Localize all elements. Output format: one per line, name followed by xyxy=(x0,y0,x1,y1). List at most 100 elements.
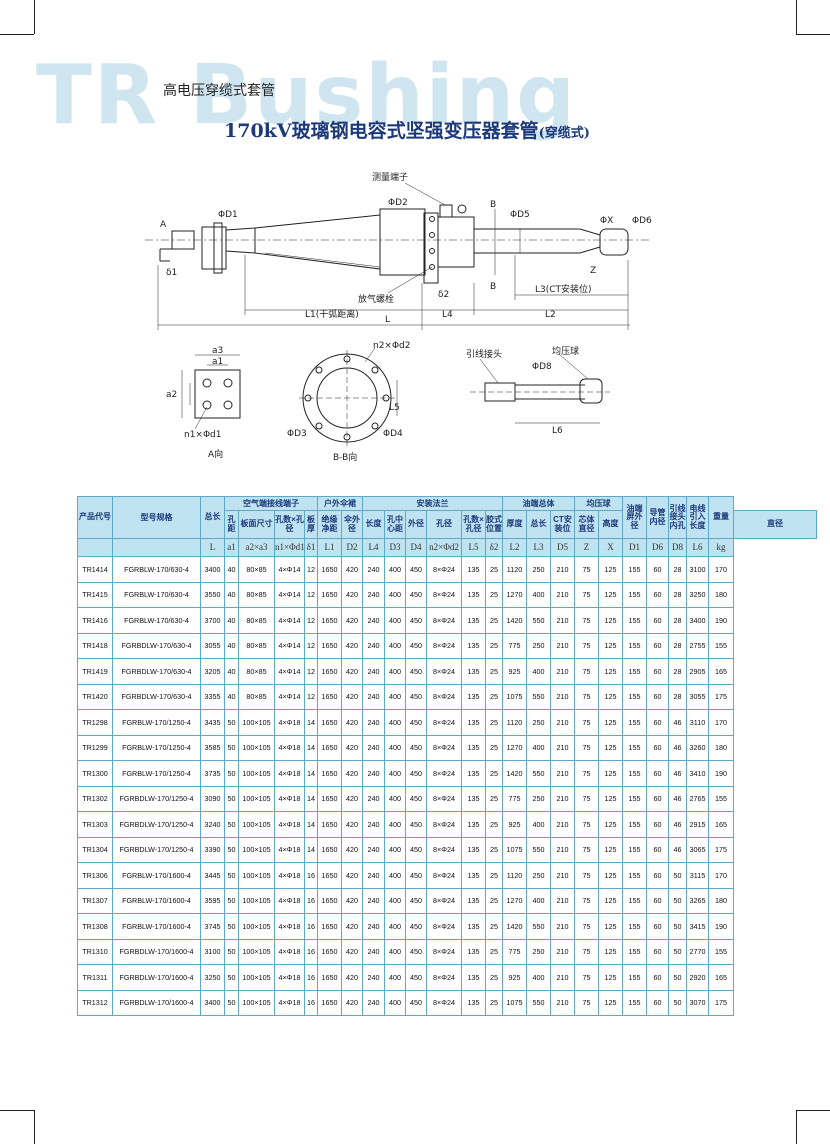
table-cell: 450 xyxy=(405,632,427,659)
hdr-sub-shed-od: 伞外径 xyxy=(341,510,363,539)
table-cell: 155 xyxy=(622,862,647,889)
table-cell: 1650 xyxy=(317,581,342,608)
sym-17: X xyxy=(598,538,623,557)
table-cell: 28 xyxy=(668,556,687,583)
table-cell: 8×Φ24 xyxy=(426,785,462,812)
table-cell: 1075 xyxy=(502,989,527,1016)
table-cell: 3445 xyxy=(200,862,225,889)
sym-14: L3 xyxy=(526,538,551,557)
table-cell: 450 xyxy=(405,760,427,787)
table-cell: 2755 xyxy=(686,632,709,659)
table-cell: 12 xyxy=(304,658,318,685)
table-cell: 1650 xyxy=(317,989,342,1016)
table-cell: 8×Φ24 xyxy=(426,887,462,914)
table-cell: 155 xyxy=(622,734,647,761)
table-cell: 450 xyxy=(405,683,427,710)
table-cell: 3415 xyxy=(686,913,709,940)
label-delta1: δ1 xyxy=(166,268,177,278)
table-cell: 3100 xyxy=(200,938,225,965)
table-cell: 60 xyxy=(646,658,669,685)
table-cell: 14 xyxy=(304,760,318,787)
label-measure-terminal: 测量端子 xyxy=(372,171,408,183)
table-cell: 450 xyxy=(405,658,427,685)
table-cell: 400 xyxy=(384,989,406,1016)
label-d6: ΦD6 xyxy=(632,216,652,226)
cell-code: TR1419 xyxy=(77,658,113,685)
table-cell: 420 xyxy=(341,862,363,889)
hdr-sub-od: 外径 xyxy=(405,510,427,539)
table-cell: 25 xyxy=(485,964,503,991)
table-cell: 60 xyxy=(646,989,669,1016)
label-l5: L5 xyxy=(389,403,400,413)
table-cell: 240 xyxy=(362,581,385,608)
table-cell: 100×105 xyxy=(238,734,275,761)
table-cell: 550 xyxy=(526,607,551,634)
table-cell: 155 xyxy=(622,913,647,940)
table-cell: 240 xyxy=(362,938,385,965)
table-cell: 8×Φ24 xyxy=(426,836,462,863)
sym-19: D6 xyxy=(646,538,669,557)
crop-mark-tl-h xyxy=(0,34,34,35)
table-cell: 50 xyxy=(668,913,687,940)
table-cell: 155 xyxy=(708,938,734,965)
table-cell: 4×Φ18 xyxy=(274,913,305,940)
table-cell: 135 xyxy=(461,683,486,710)
table-cell: 46 xyxy=(668,785,687,812)
cell-code: TR1418 xyxy=(77,632,113,659)
table-cell: 155 xyxy=(622,683,647,710)
table-cell: 60 xyxy=(646,607,669,634)
table-cell: 420 xyxy=(341,709,363,736)
table-cell: 3735 xyxy=(200,760,225,787)
crop-mark-bl-h xyxy=(0,1110,34,1111)
cell-code: TR1415 xyxy=(77,581,113,608)
table-cell: 125 xyxy=(598,658,623,685)
table-cell: 28 xyxy=(668,658,687,685)
table-cell: 12 xyxy=(304,556,318,583)
table-cell: 75 xyxy=(574,607,599,634)
cell-model: FGRBDLW-170/630-4 xyxy=(112,658,201,685)
table-cell: 60 xyxy=(646,734,669,761)
table-cell: 240 xyxy=(362,836,385,863)
sym-21: L6 xyxy=(686,538,709,557)
table-cell: 75 xyxy=(574,836,599,863)
label-l4: L4 xyxy=(442,310,453,320)
table-cell: 8×Φ24 xyxy=(426,938,462,965)
table-cell: 50 xyxy=(224,938,239,965)
table-cell: 155 xyxy=(622,811,647,838)
table-cell: 46 xyxy=(668,836,687,863)
table-cell: 925 xyxy=(502,811,527,838)
table-cell: 550 xyxy=(526,683,551,710)
page-subheading: 高电压穿缆式套管 xyxy=(163,83,275,99)
table-cell: 240 xyxy=(362,556,385,583)
table-cell: 240 xyxy=(362,658,385,685)
table-cell: 1650 xyxy=(317,760,342,787)
table-cell: 420 xyxy=(341,964,363,991)
table-cell: 25 xyxy=(485,683,503,710)
table-cell: 8×Φ24 xyxy=(426,734,462,761)
table-cell: 100×105 xyxy=(238,862,275,889)
table-cell: 100×105 xyxy=(238,836,275,863)
table-cell: 1420 xyxy=(502,913,527,940)
table-cell: 155 xyxy=(708,632,734,659)
sym-0: L xyxy=(200,538,225,557)
table-cell: 175 xyxy=(708,683,734,710)
table-cell: 40 xyxy=(224,581,239,608)
table-cell: 60 xyxy=(646,709,669,736)
sym-1: a1 xyxy=(224,538,239,557)
cell-code: TR1303 xyxy=(77,811,113,838)
table-cell: 25 xyxy=(485,734,503,761)
cell-model: FGRBDLW-170/1250-4 xyxy=(112,836,201,863)
table-cell: 135 xyxy=(461,989,486,1016)
table-cell: 135 xyxy=(461,607,486,634)
table-cell: 210 xyxy=(550,836,575,863)
table-cell: 240 xyxy=(362,811,385,838)
table-cell: 135 xyxy=(461,862,486,889)
cell-code: TR1304 xyxy=(77,836,113,863)
hdr-sub-holes: 孔数×孔径 xyxy=(274,510,305,539)
table-cell: 400 xyxy=(384,632,406,659)
table-cell: 2770 xyxy=(686,938,709,965)
table-cell: 420 xyxy=(341,913,363,940)
